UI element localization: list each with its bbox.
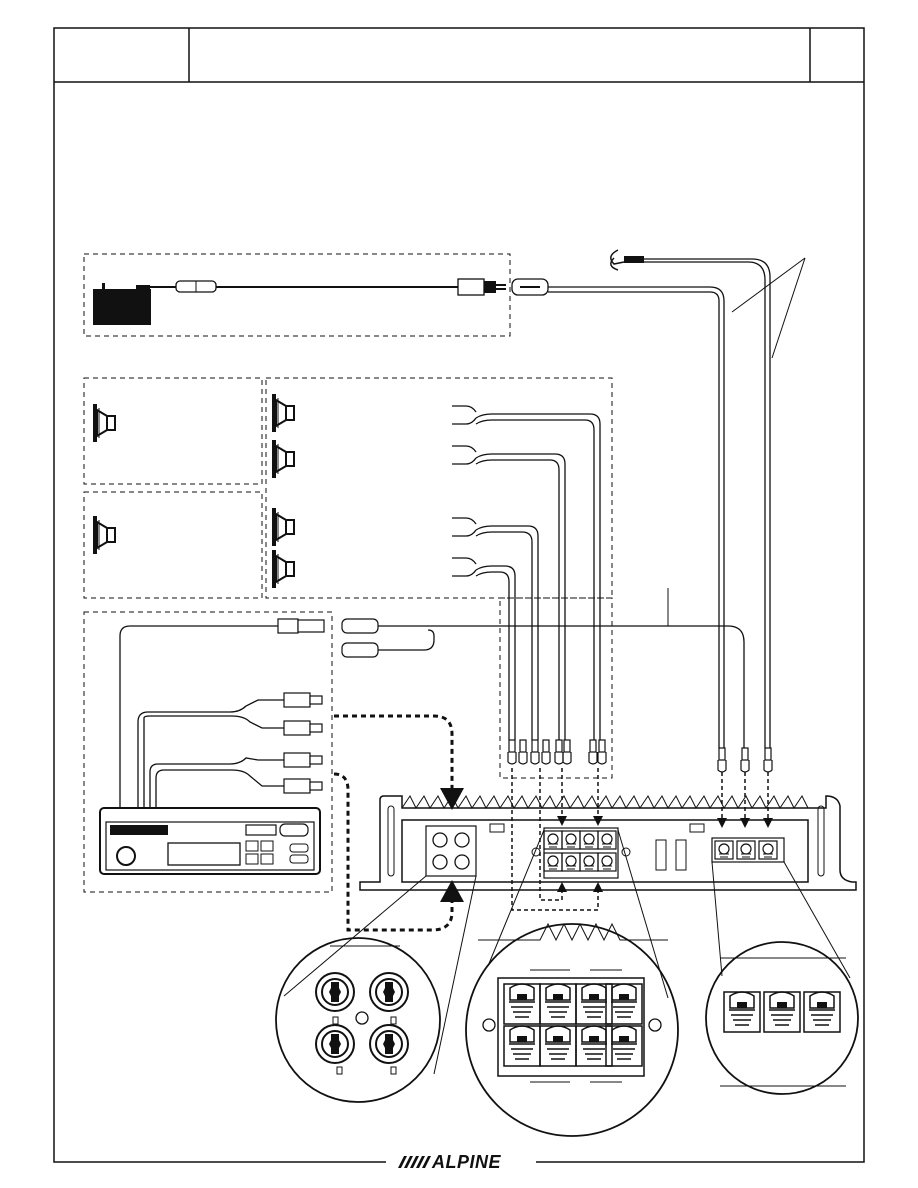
battery-group [83,253,511,337]
speaker-icon [92,515,116,555]
brand-label: ALPINE [431,1152,502,1172]
inline-fuse-icon [175,280,217,293]
speaker-icon [271,439,295,479]
speaker-icon [271,393,295,433]
speaker-icon [271,507,295,547]
power-terminal-detail [705,861,859,1095]
speaker-box-single-front [83,377,263,485]
speaker-wires [475,413,601,740]
remote-connector-male [277,618,325,634]
speaker-box-pairs [265,377,613,599]
spade-terminals [507,739,773,773]
head-unit-icon [99,807,321,875]
rca-plug-icon [283,692,323,794]
power-cables [511,249,806,748]
battery-icon [93,283,151,325]
alpine-logo: ALPINE [386,1152,536,1172]
amplifier-icon [359,795,857,891]
speaker-icon [92,403,116,443]
power-connector-male [457,278,506,296]
head-unit-group [83,588,745,893]
ground-ring-icon [610,249,644,271]
rca-input-detail [275,875,477,1103]
speaker-wire-group-frame [499,597,613,779]
speaker-terminal-detail [465,829,679,1137]
power-connector-female [511,278,549,296]
spade-insert-arrows [511,768,769,911]
speaker-icon [271,549,295,589]
rca-connection-arrows [333,714,464,932]
speaker-box-single-rear [83,491,263,599]
remote-connector-female [341,618,379,658]
